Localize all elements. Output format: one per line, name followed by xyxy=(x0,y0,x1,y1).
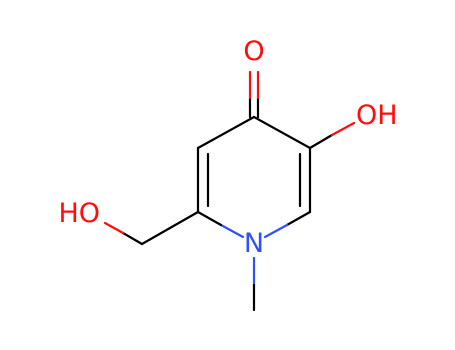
bond-c5-oh-a xyxy=(308,133,334,150)
bond-c6-n1-a xyxy=(285,210,312,227)
bond-ch2-ho-b xyxy=(103,221,125,235)
bond-n1-c2-b xyxy=(196,210,223,227)
ring-nitrogen-label: N xyxy=(244,228,264,259)
bond-c3-c4 xyxy=(196,115,256,150)
bond-c6-n1-b xyxy=(263,223,289,239)
bond-ch2-ho-a xyxy=(121,231,144,246)
bond-c4-c5 xyxy=(252,115,312,150)
ketone-oxygen-label: O xyxy=(243,36,264,67)
side-chain-hydroxyl-label: HO xyxy=(58,198,100,229)
substituent-bonds xyxy=(103,70,356,312)
bond-c2-ch2 xyxy=(140,210,200,246)
bond-c5-oh-b xyxy=(330,121,356,137)
ring-bonds xyxy=(196,115,312,239)
bond-n1-c2-a xyxy=(219,223,245,239)
ring-hydroxyl-label: OH xyxy=(356,100,398,131)
